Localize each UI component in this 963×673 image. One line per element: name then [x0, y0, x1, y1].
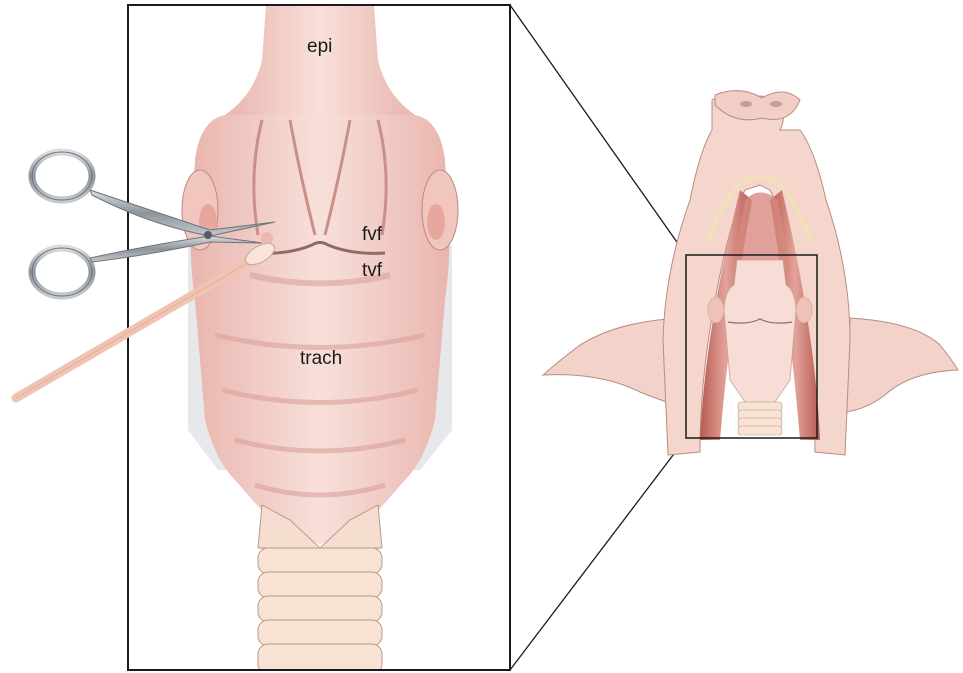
trachea-stack	[258, 548, 382, 673]
right-cuneiform	[427, 204, 445, 240]
overview-specimen	[543, 91, 958, 455]
label-false-vocal-fold: fvf	[362, 224, 383, 245]
mini-larynx	[724, 260, 796, 402]
magnified-larynx-panel: epi fvf tvf trach	[128, 5, 510, 673]
label-epiglottis: epi	[307, 36, 332, 57]
label-trachea: trach	[300, 348, 342, 369]
label-true-vocal-fold: tvf	[362, 260, 383, 281]
right-flap	[845, 318, 958, 412]
